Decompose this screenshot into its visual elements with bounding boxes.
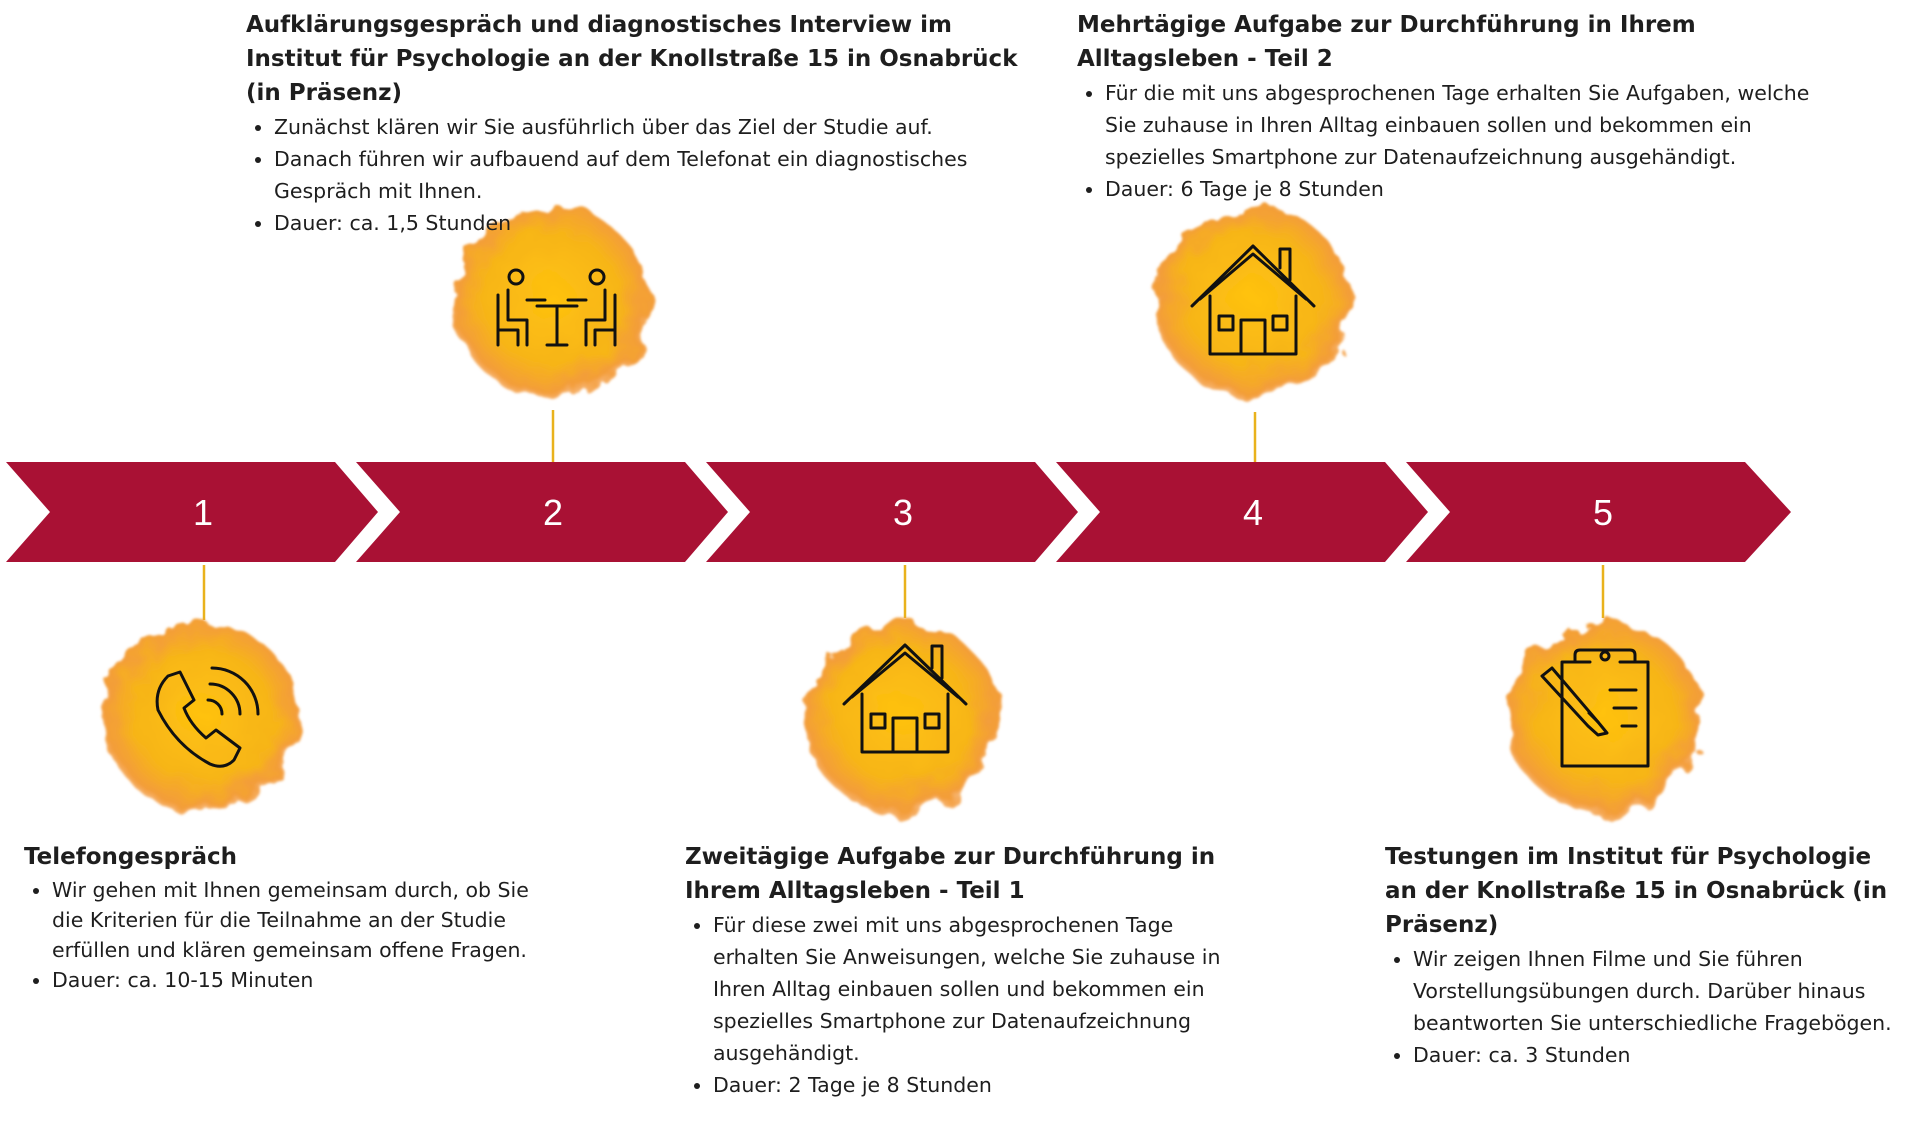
blob-step-2 — [453, 207, 649, 397]
chevron-step-3 — [706, 462, 1078, 562]
step-number-1: 1 — [193, 492, 213, 533]
blob-step-4 — [1155, 207, 1351, 397]
step-2-point: Zunächst klären wir Sie ausführlich über… — [274, 111, 1036, 143]
step-3-title: Zweitägige Aufgabe zur Durchführung in I… — [685, 844, 1216, 904]
clipboard-icon — [1540, 648, 1650, 768]
step-number-5: 5 — [1593, 492, 1613, 533]
step-number-2: 2 — [543, 492, 563, 533]
step-4-points: Für die mit uns abgesprochenen Tage erha… — [1077, 77, 1817, 205]
step-5-description: Testungen im Institut für Psychologie an… — [1385, 840, 1905, 1071]
step-3-point: Dauer: 2 Tage je 8 Stunden — [713, 1069, 1255, 1101]
step-number-4: 4 — [1243, 492, 1263, 533]
blob-step-1 — [104, 623, 300, 813]
step-5-point: Wir zeigen Ihnen Filme und Sie führen Vo… — [1413, 943, 1905, 1039]
step-1-description: Telefongespräch Wir gehen mit Ihnen geme… — [24, 840, 564, 995]
chevron-step-4 — [1056, 462, 1428, 562]
step-1-title: Telefongespräch — [24, 844, 237, 870]
house-icon — [1190, 244, 1316, 356]
phone-icon — [155, 666, 260, 768]
step-2-title: Aufklärungsgespräch und diagnostisches I… — [246, 12, 1018, 106]
step-1-point: Dauer: ca. 10-15 Minuten — [52, 965, 564, 995]
step-number-3: 3 — [893, 492, 913, 533]
chevron-band — [6, 462, 1791, 562]
chevron-step-1 — [6, 462, 378, 562]
step-4-description: Mehrtägige Aufgabe zur Durchführung in I… — [1077, 8, 1817, 205]
connector-lines — [202, 410, 1605, 620]
step-4-point: Dauer: 6 Tage je 8 Stunden — [1105, 173, 1817, 205]
step-3-points: Für diese zwei mit uns abgesprochenen Ta… — [685, 909, 1255, 1101]
step-2-description: Aufklärungsgespräch und diagnostisches I… — [246, 8, 1036, 239]
step-5-points: Wir zeigen Ihnen Filme und Sie führen Vo… — [1385, 943, 1905, 1071]
step-2-point: Danach führen wir aufbauend auf dem Tele… — [274, 143, 1036, 207]
house-icon — [842, 643, 968, 754]
chevron-step-2 — [356, 462, 728, 562]
step-4-title: Mehrtägige Aufgabe zur Durchführung in I… — [1077, 12, 1696, 72]
step-3-point: Für diese zwei mit uns abgesprochenen Ta… — [713, 909, 1255, 1069]
step-1-points: Wir gehen mit Ihnen gemeinsam durch, ob … — [24, 875, 564, 995]
step-1-point: Wir gehen mit Ihnen gemeinsam durch, ob … — [52, 875, 564, 965]
step-2-points: Zunächst klären wir Sie ausführlich über… — [246, 111, 1036, 239]
chevron-step-5 — [1406, 462, 1791, 562]
step-4-point: Für die mit uns abgesprochenen Tage erha… — [1105, 77, 1817, 173]
interview-table-icon — [496, 268, 617, 347]
step-2-point: Dauer: ca. 1,5 Stunden — [274, 207, 1036, 239]
step-5-title: Testungen im Institut für Psychologie an… — [1385, 844, 1888, 938]
step-5-point: Dauer: ca. 3 Stunden — [1413, 1039, 1905, 1071]
step-3-description: Zweitägige Aufgabe zur Durchführung in I… — [685, 840, 1255, 1101]
